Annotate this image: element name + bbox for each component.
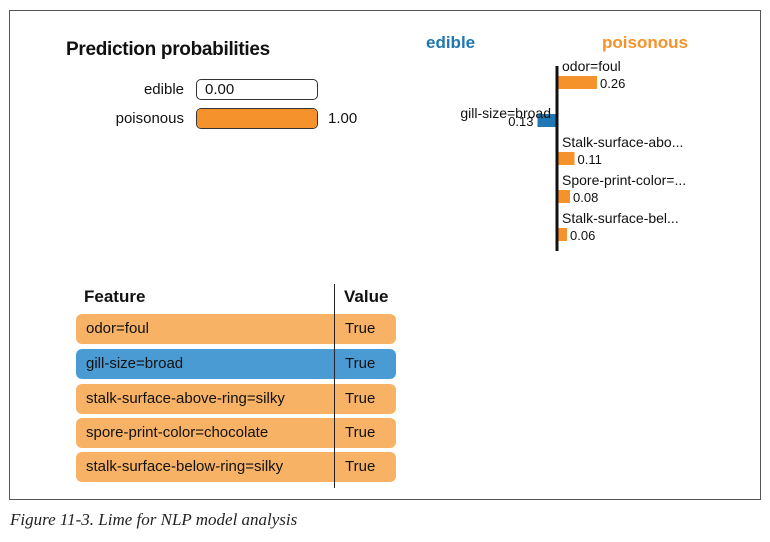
table-row: stalk-surface-below-ring=silky True xyxy=(76,452,396,482)
lime-bar xyxy=(558,76,597,89)
class-label-poisonous: poisonous xyxy=(602,33,688,52)
lime-feature-label: Spore-print-color=... xyxy=(562,172,686,188)
prediction-probabilities-title: Prediction probabilities xyxy=(66,39,270,60)
lime-value-label: 0.11 xyxy=(578,152,602,167)
lime-explanation-chart: odor=foul 0.26 gill-size=broad0.13Stalk-su… xyxy=(460,58,686,251)
lime-feature-label: Stalk-surface-bel... xyxy=(562,210,679,226)
table-header-value: Value xyxy=(344,287,389,306)
table-cell-value: True xyxy=(345,424,376,441)
probability-value-poisonous: 1.00 xyxy=(328,110,358,127)
lime-value-label: 0.06 xyxy=(570,228,595,243)
lime-bar xyxy=(558,228,567,241)
table-row: gill-size=broad True xyxy=(76,349,396,379)
table-cell-value: True xyxy=(345,355,376,372)
table-header-feature: Feature xyxy=(84,287,146,306)
lime-value-label: 0.26 xyxy=(600,76,625,91)
table-cell-value: True xyxy=(345,390,376,407)
feature-value-table: Feature Value odor=foul True gill-size=b… xyxy=(76,284,396,490)
lime-value-label: 0.13 xyxy=(508,114,533,129)
lime-feature-label: odor=foul xyxy=(562,58,621,74)
table-cell-value: True xyxy=(345,458,376,475)
table-column-divider xyxy=(334,284,336,488)
probability-bar-edible: 0.00 xyxy=(196,79,318,100)
lime-value-label: 0.08 xyxy=(573,190,598,205)
table-row: spore-print-color=chocolate True xyxy=(76,418,396,448)
lime-bar xyxy=(558,190,570,203)
probability-bar-fill-poisonous xyxy=(197,109,317,128)
probability-label-poisonous: poisonous xyxy=(115,110,184,127)
lime-bar xyxy=(537,114,557,127)
table-cell-feature: odor=foul xyxy=(86,320,149,337)
probability-label-edible: edible xyxy=(143,81,184,98)
table-cell-feature: stalk-surface-above-ring=silky xyxy=(86,390,285,407)
table-row: odor=foul True xyxy=(76,314,396,344)
table-row: stalk-surface-above-ring=silky True xyxy=(76,384,396,414)
table-cell-feature: stalk-surface-below-ring=silky xyxy=(86,458,284,475)
table-cell-feature: gill-size=broad xyxy=(86,355,184,372)
lime-bar xyxy=(558,152,575,165)
probability-bar-poisonous xyxy=(196,108,318,129)
lime-feature-label: Stalk-surface-abo... xyxy=(562,134,683,150)
figure-caption: Figure 11-3. Lime for NLP model analysis xyxy=(10,510,298,529)
table-cell-value: True xyxy=(345,320,376,337)
table-cell-feature: spore-print-color=chocolate xyxy=(86,424,269,441)
class-label-edible: edible xyxy=(426,33,476,52)
probability-value-edible: 0.00 xyxy=(205,81,235,98)
lime-feature-label: gill-size=broad xyxy=(460,105,551,121)
